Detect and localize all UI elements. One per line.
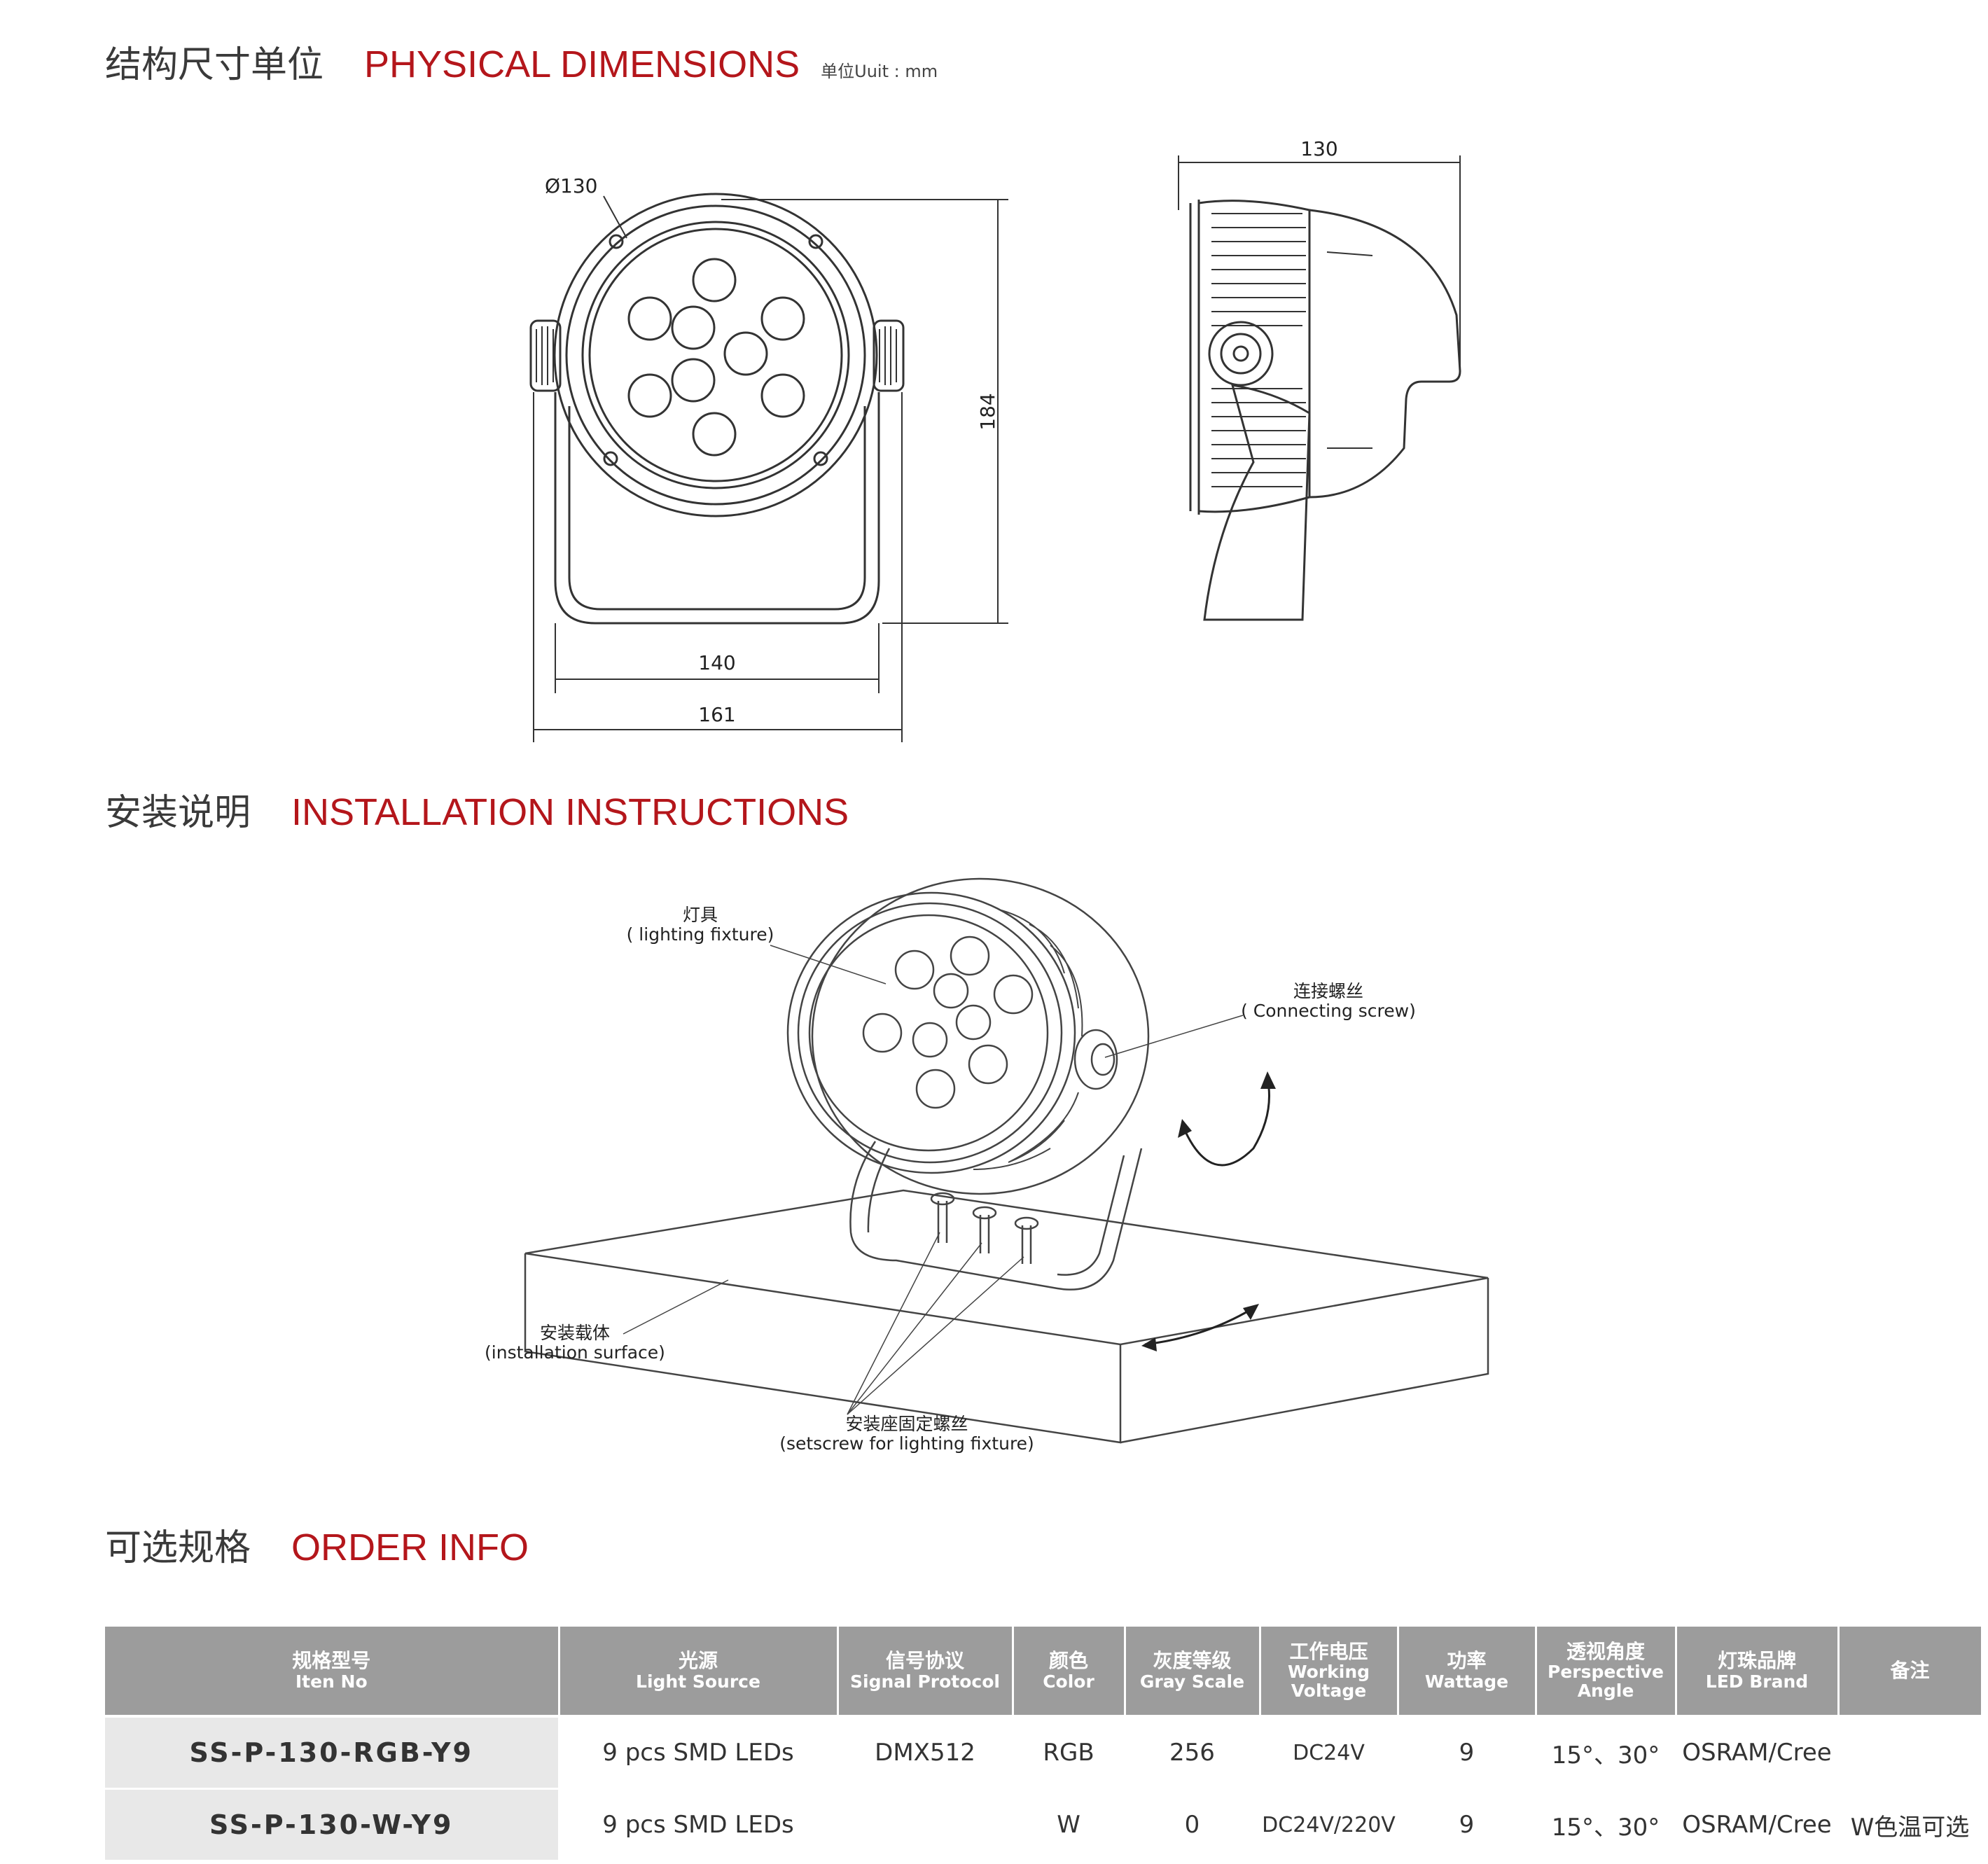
unit-note: 单位Uuit : mm xyxy=(821,62,938,81)
bracket-inner-label: 140 xyxy=(698,651,735,674)
table-cell: 256 xyxy=(1125,1715,1261,1790)
table-row: SS-P-130-W-Y9 9 pcs SMD LEDs W 0 DC24V/2… xyxy=(105,1788,1983,1860)
table-cell: 0 xyxy=(1125,1788,1261,1860)
section-title-en: PHYSICAL DIMENSIONS xyxy=(364,43,800,85)
table-cell: W xyxy=(1013,1788,1126,1860)
table-row: SS-P-130-RGB-Y9 9 pcs SMD LEDs DMX512 RG… xyxy=(105,1715,1983,1790)
side-view-drawing: 130 xyxy=(1178,137,1461,621)
physical-dimensions-heading: 结构尺寸单位 PHYSICAL DIMENSIONS 单位Uuit : mm xyxy=(105,35,938,88)
section-title-cn: 安装说明 xyxy=(105,792,251,834)
table-cell: 15°、30° xyxy=(1536,1788,1677,1860)
header-cell: 备注 xyxy=(1838,1627,1983,1716)
table-cell: 9 pcs SMD LEDs xyxy=(559,1715,839,1790)
surface-label-cn: 安装载体 xyxy=(540,1323,610,1343)
order-info-heading: 可选规格 ORDER INFO xyxy=(105,1518,529,1571)
table-cell: 9 pcs SMD LEDs xyxy=(559,1788,839,1860)
model-cell: SS-P-130-W-Y9 xyxy=(105,1788,560,1860)
table-cell: OSRAM/Cree xyxy=(1676,1788,1840,1860)
side-width-label: 130 xyxy=(1300,137,1337,160)
table-cell: 9 xyxy=(1398,1788,1537,1860)
section-title-cn: 结构尺寸单位 xyxy=(105,44,324,86)
table-cell: 15°、30° xyxy=(1536,1715,1677,1790)
fixture-label-cn: 灯具 xyxy=(683,905,718,925)
screw-label-cn: 连接螺丝 xyxy=(1293,981,1363,1001)
front-view-drawing: Ø130 184 140 161 xyxy=(529,174,1008,742)
table-cell: 9 xyxy=(1398,1715,1537,1790)
table-cell: OSRAM/Cree xyxy=(1676,1715,1840,1790)
setscrew-label-en: (setscrew for lighting fixture) xyxy=(779,1433,1034,1454)
table-cell: DC24V/220V xyxy=(1260,1788,1399,1860)
installation-drawing: 灯具 ( lighting fixture) 连接螺丝 ( Connecting… xyxy=(485,877,1489,1454)
surface-label-en: (installation surface) xyxy=(485,1342,665,1363)
model-cell: SS-P-130-RGB-Y9 xyxy=(105,1715,560,1790)
height-label: 184 xyxy=(976,393,999,430)
section-title-en: ORDER INFO xyxy=(291,1526,529,1569)
fixture-label-en: ( lighting fixture) xyxy=(627,924,774,945)
table-cell: RGB xyxy=(1013,1715,1126,1790)
diameter-label: Ø130 xyxy=(545,174,597,197)
bracket-outer-label: 161 xyxy=(698,703,735,726)
table-cell: W色温可选 xyxy=(1838,1788,1983,1860)
table-cell: DC24V xyxy=(1260,1715,1399,1790)
section-title-en: INSTALLATION INSTRUCTIONS xyxy=(291,791,849,833)
table-cell xyxy=(837,1788,1014,1860)
installation-heading: 安装说明 INSTALLATION INSTRUCTIONS xyxy=(105,783,849,835)
setscrew-label-cn: 安装座固定螺丝 xyxy=(845,1414,968,1434)
table-cell xyxy=(1838,1715,1983,1790)
table-cell: DMX512 xyxy=(837,1715,1014,1790)
screw-label-en: ( Connecting screw) xyxy=(1241,1001,1416,1021)
section-title-cn: 可选规格 xyxy=(105,1527,251,1569)
